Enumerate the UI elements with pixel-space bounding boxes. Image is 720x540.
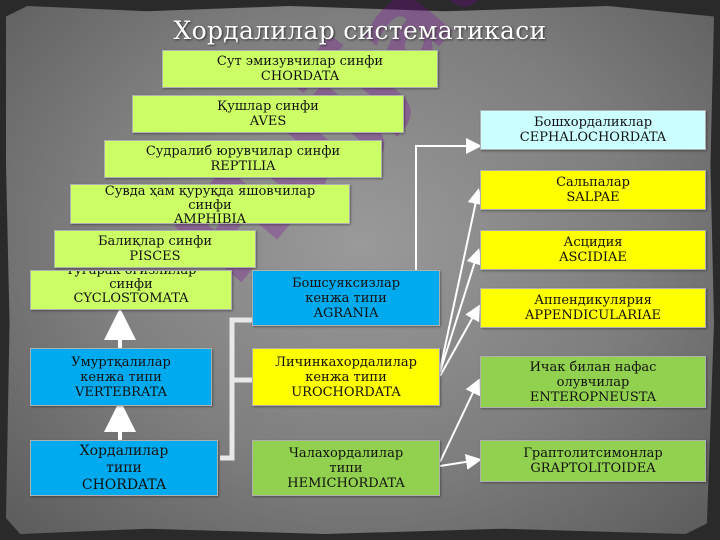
class-cyclostomata-box: Тўгарак оғизлилар синфи CYCLOSTOMATA — [30, 270, 232, 310]
box-label: Судралиб юрувчилар синфи — [145, 144, 341, 159]
box-latin-name: UROCHORDATA — [291, 384, 401, 400]
slide-title: Хордалилар систематикаси — [173, 16, 547, 45]
phylum-chordata-box: Хордалилар типи CHORDATA — [30, 440, 218, 496]
box-label: Қушлар синфи — [217, 99, 319, 114]
arrow-urochordata-to-salpae — [439, 188, 484, 371]
box-latin-name: ASCIDIAE — [559, 250, 627, 265]
class-aves-box: Қушлар синфи AVES — [132, 95, 404, 133]
box-latin-name: AVES — [249, 114, 287, 129]
class-enteropneusta-box: Ичак билан нафас олувчилар ENTEROPNEUSTA — [480, 356, 706, 408]
box-label: Сувда ҳам қуруқда яшовчилар — [104, 184, 316, 199]
box-latin-name: REPTILIA — [210, 159, 276, 174]
box-label-2: типи — [329, 460, 363, 476]
box-label: Ичак билан нафас — [529, 359, 657, 375]
box-label: Балиқлар синфи — [97, 234, 213, 249]
arrow-agrania-to-cephalochordata — [415, 138, 482, 291]
box-latin-name: APPENDICULARIAE — [524, 308, 662, 323]
box-latin-name: AGRANIA — [313, 305, 379, 321]
box-latin-name: AMPHIBIA — [174, 212, 246, 224]
box-latin-name: SALPAE — [566, 190, 620, 205]
subphylum-agrania-box: Бошсуяксизлар кенжа типи AGRANIA — [252, 270, 440, 326]
box-latin-name: PISCES — [129, 249, 181, 264]
connector-chordata-to-middle — [220, 317, 252, 461]
box-label: Граптолитсимонлар — [523, 446, 663, 461]
box-label: Асцидия — [563, 235, 623, 250]
arrow-urochordata-to-ascidiae — [439, 248, 483, 373]
box-label-2: синфи — [188, 198, 232, 213]
box-label: Аппендикулярия — [534, 293, 652, 308]
box-label: Умуртқалилар — [71, 354, 171, 370]
box-latin-name: CYCLOSTOMATA — [73, 291, 189, 306]
box-label-2: олувчилар — [556, 374, 630, 390]
box-label: Сут эмизувчилар синфи — [216, 54, 384, 69]
box-label: Личинкахордалилар — [275, 354, 417, 370]
class-mammalia-box: Сут эмизувчилар синфи CHORDATA — [162, 50, 438, 88]
box-label-2: кенжа типи — [305, 369, 387, 385]
box-label-2: кенжа типи — [305, 290, 387, 306]
box-label: Сальпалар — [556, 175, 630, 190]
box-label: Чалахордалилар — [288, 445, 404, 461]
phylum-hemichordata-box: Чалахордалилар типи HEMICHORDATA — [252, 440, 440, 496]
box-label: Бошхордаликлар — [533, 115, 653, 130]
class-cephalochordata-box: Бошхордаликлар CEPHALOCHORDATA — [480, 110, 706, 150]
class-amphibia-box: Сувда ҳам қуруқда яшовчилар синфи AMPHIB… — [70, 184, 350, 224]
class-graptolitoidea-box: Граптолитсимонлар GRAPTOLITOIDEA — [480, 440, 706, 482]
box-label: Бошсуяксизлар — [291, 275, 401, 291]
subphylum-urochordata-box: Личинкахордалилар кенжа типи UROCHORDATA — [252, 348, 440, 406]
class-salpae-box: Сальпалар SALPAE — [480, 170, 706, 210]
class-appendiculariae-box: Аппендикулярия APPENDICULARIAE — [480, 288, 706, 328]
arrow-urochordata-to-appendiculariae — [439, 304, 480, 377]
box-latin-name: CHORDATA — [81, 476, 167, 493]
box-label-2: кенжа типи — [80, 369, 162, 385]
box-label-2: типи — [106, 459, 142, 476]
box-latin-name: CEPHALOCHORDATA — [519, 130, 667, 145]
arrow-hemichordata-to-graptolitoidea — [439, 453, 482, 470]
box-label: Хордалилар — [79, 442, 169, 459]
class-reptilia-box: Судралиб юрувчилар синфи REPTILIA — [104, 140, 382, 178]
box-latin-name: CHORDATA — [260, 69, 340, 84]
box-label: Тўгарак оғизлилар — [65, 270, 197, 278]
box-latin-name: VERTEBRATA — [75, 384, 167, 400]
class-pisces-box: Балиқлар синфи PISCES — [54, 230, 256, 268]
box-latin-name: HEMICHORDATA — [287, 475, 405, 491]
box-latin-name: ENTEROPNEUSTA — [529, 389, 657, 405]
subphylum-vertebrata-box: Умуртқалилар кенжа типи VERTEBRATA — [30, 348, 212, 406]
class-ascidiae-box: Асцидия ASCIDIAE — [480, 230, 706, 270]
arrow-hemichordata-to-enteropneusta — [439, 378, 481, 463]
box-latin-name: GRAPTOLITOIDEA — [530, 461, 656, 476]
box-label-2: синфи — [109, 277, 153, 292]
